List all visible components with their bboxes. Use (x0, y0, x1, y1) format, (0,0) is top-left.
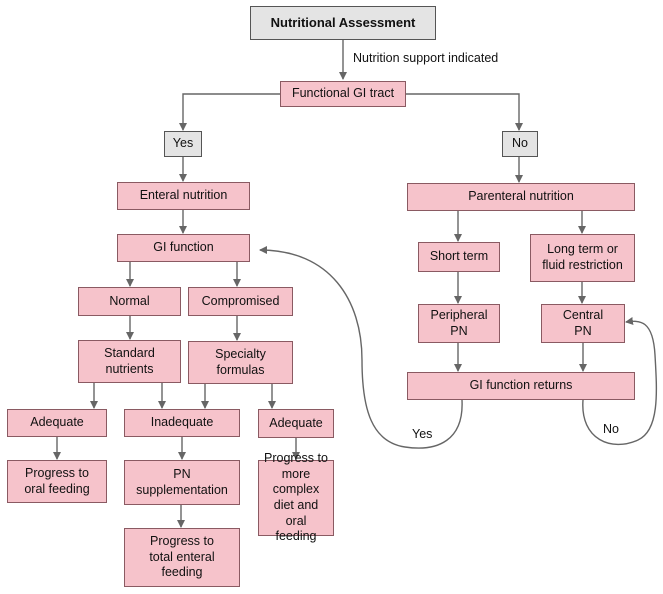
enteral-nutrition-box: Enteral nutrition (117, 182, 250, 210)
progress-total-enteral-box: Progress to total enteral feeding (124, 528, 240, 587)
loop-no-to-central (582, 317, 658, 446)
parenteral-nutrition-box: Parenteral nutrition (407, 183, 635, 211)
nutritional-assessment-box: Nutritional Assessment (250, 6, 436, 40)
functional-gi-tract-box: Functional GI tract (280, 81, 406, 107)
progress-oral-box: Progress to oral feeding (7, 460, 107, 503)
pn-supplementation-box: PN supplementation (124, 460, 240, 505)
progress-complex-box: Progress to more complex diet and oral f… (258, 451, 334, 543)
central-pn-box: Central PN (541, 304, 625, 343)
loop-no-label: No (603, 422, 619, 436)
gi-function-box: GI function (117, 234, 250, 262)
normal-box: Normal (78, 287, 181, 316)
standard-nutrients-box: Standard nutrients (78, 340, 181, 383)
adequate-left-box: Adequate (7, 409, 107, 437)
arrow-gi-to-no (406, 93, 523, 131)
inadequate-box: Inadequate (124, 409, 240, 437)
loop-yes-label: Yes (412, 427, 433, 441)
yes-box: Yes (164, 131, 202, 157)
gi-function-returns-box: GI function returns (407, 372, 635, 400)
compromised-box: Compromised (188, 287, 293, 316)
adequate-right-box: Adequate (258, 409, 334, 438)
arrow-gi-to-yes (179, 93, 280, 131)
specialty-formulas-box: Specialty formulas (188, 341, 293, 384)
nutrition-support-label: Nutrition support indicated (353, 51, 499, 65)
no-box: No (502, 131, 538, 157)
peripheral-pn-box: Peripheral PN (418, 304, 500, 343)
short-term-box: Short term (418, 242, 500, 272)
long-term-box: Long term or fluid restriction (530, 234, 635, 282)
loop-yes-to-gifunction (259, 246, 463, 449)
